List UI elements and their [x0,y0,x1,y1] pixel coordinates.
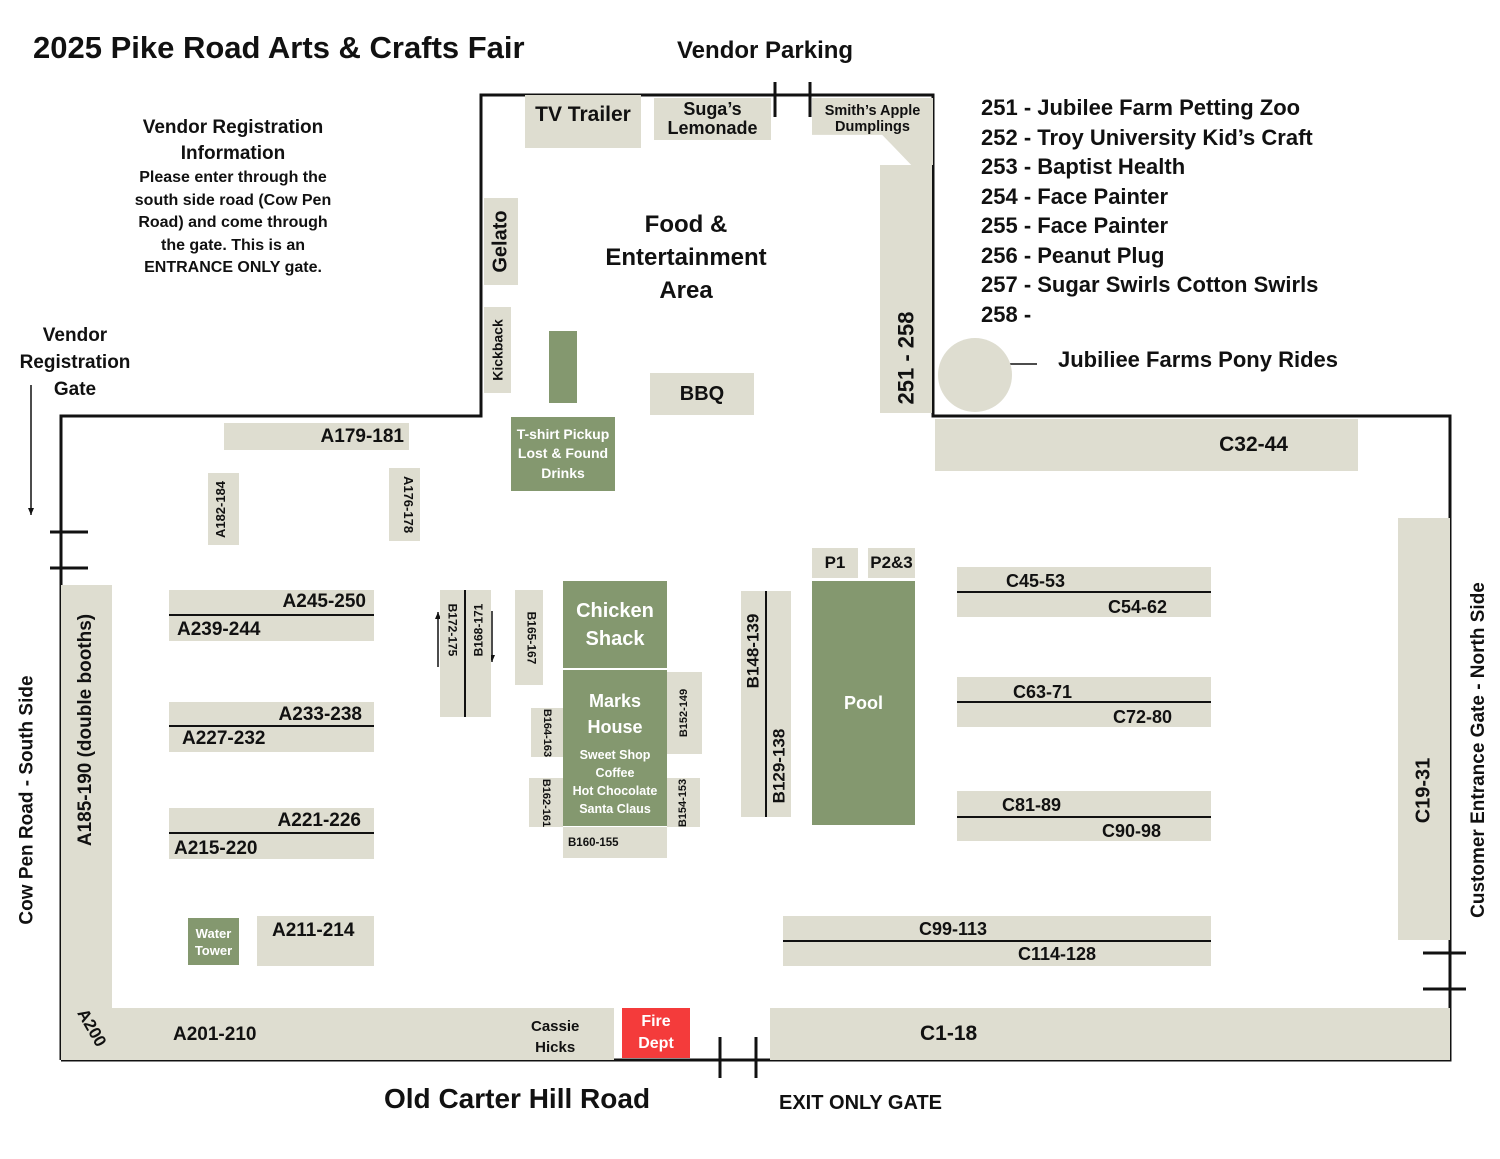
tv-trailer: TV Trailer [525,95,641,148]
booths-c19-31: C19-31 [1398,518,1450,940]
row-divider [957,591,1211,593]
row-divider [957,701,1211,703]
page-title: 2025 Pike Road Arts & Crafts Fair [33,30,525,65]
old-carter-hill-road-label: Old Carter Hill Road [384,1083,651,1114]
booths-b152-149: B152-149 [667,672,702,754]
p1-booth: P1 [812,548,858,578]
legend-item: 255 - Face Painter [981,213,1169,238]
food-area-label: Food & Entertainment Area [605,211,767,304]
booths-a211-214: A211-214 [257,916,374,966]
booths-c99-128: C99-113 C114-128 [783,916,1211,966]
pony-ride-ring [938,338,1012,412]
gate-markers [50,82,1466,1078]
registration-body: Please enter through the south side road… [134,169,332,276]
legend-item: 258 - [981,301,1032,327]
booths-c1-18: C1-18 [770,1008,1450,1060]
legend-item: 252 - Troy University Kid’s Craft [981,124,1313,150]
booths-a185-190: A185-190 (double booths) [61,585,112,1008]
booths-b164-163: B164-163 [531,708,563,757]
green-structure [549,331,577,403]
legend-item: 254 - Face Painter [981,183,1169,209]
petting-zoo-legend: 251 - Jubilee Farm Petting Zoo 252 - Tro… [981,93,1318,329]
gelato-stand: Gelato [484,198,518,285]
booths-251-258: 251 - 258 [880,165,932,413]
booths-b154-153: B154-153 [667,778,700,827]
registration-gate-label: Vendor Registration Gate [19,325,131,400]
booths-a176-178: A176-178 [389,468,420,541]
booths-c32-44: C32-44 [935,419,1358,471]
vendor-parking-label: Vendor Parking [677,37,854,64]
booths-b162-161: B162-161 [529,778,563,827]
booths-c45-62: C45-53 C54-62 [957,567,1211,617]
row-divider [169,725,374,727]
legend-item: 251 - Jubilee Farm Petting Zoo [981,95,1301,120]
registration-heading: Vendor Registration Information [142,117,324,164]
legend-item: 253 - Baptist Health [981,154,1186,179]
booths-b160-155: B160-155 [563,827,667,858]
booths-b165-167: B165-167 [515,590,543,685]
booths-c81-98: C81-89 C90-98 [957,791,1211,841]
bbq-stand: BBQ [650,373,754,415]
legend-item: 257 - Sugar Swirls Cotton Swirls [981,272,1319,297]
booths-b148-138: B148-139 B129-138 [741,591,791,817]
row-divider [765,591,767,817]
booths-a233-227: A233-238 A227-232 [169,702,374,752]
legend-item: 256 - Peanut Plug [981,242,1165,268]
row-divider [783,940,1211,942]
pool: Pool [812,581,915,825]
row-divider [464,590,466,717]
registration-info: Vendor Registration Information Please e… [113,115,353,280]
fairground-boundary [59,93,1452,1062]
booths-a179-181: A179-181 [224,423,409,450]
exit-gate-label: EXIT ONLY GATE [779,1092,942,1114]
booths-a221-215: A221-226 A215-220 [169,808,374,859]
booths-c63-80: C63-71 C72-80 [957,677,1211,727]
pony-rides-label: Jubiliee Farms Pony Rides [1058,347,1338,372]
booth-a200: A200 [73,1005,111,1051]
row-divider [169,832,374,834]
booths-a182-184: A182-184 [208,473,239,545]
marks-house: Marks House Sweet Shop Coffee Hot Chocol… [563,670,667,826]
row-divider [169,614,374,616]
booths-a245-244: A245-250 A239-244 [169,590,374,641]
p23-booth: P2&3 [868,548,915,578]
kickback-stand: Kickback [484,307,511,393]
booths-b172-171: B172-175 B168-171 [440,590,491,717]
row-divider [957,816,1211,818]
